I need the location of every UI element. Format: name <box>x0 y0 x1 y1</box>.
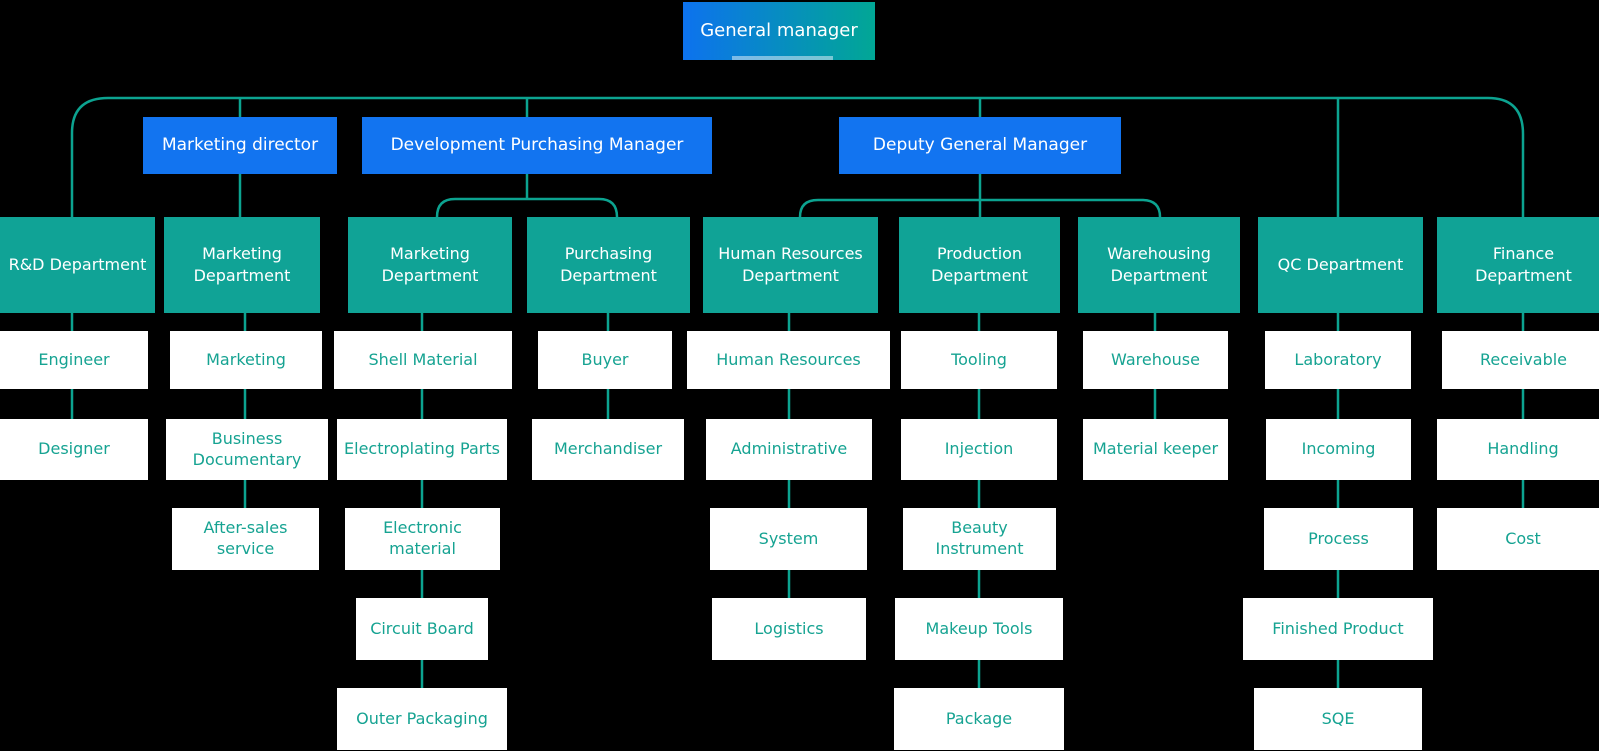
node-label: Electroplating Parts <box>344 439 500 459</box>
node-label: Finished Product <box>1272 618 1404 638</box>
node-label: Material keeper <box>1092 439 1219 459</box>
node-label: Process <box>1308 528 1369 548</box>
node-deputy-general-manager: Deputy General Manager <box>839 117 1121 174</box>
node-package: Package <box>894 688 1064 750</box>
node-label: Beauty Instrument <box>935 518 1024 558</box>
node-beauty-instrument: Beauty Instrument <box>903 508 1056 570</box>
node-warehouse: Warehouse <box>1083 331 1228 389</box>
node-injection: Injection <box>901 419 1057 480</box>
node-label: Tooling <box>951 349 1007 369</box>
node-warehousing-department: Warehousing Department <box>1078 217 1240 313</box>
node-laboratory: Laboratory <box>1265 331 1411 389</box>
node-label: Injection <box>944 439 1014 459</box>
node-label: Shell Material <box>368 349 478 369</box>
node-rnd-department: R&D Department <box>0 217 155 313</box>
node-label: Human Resources <box>716 349 861 369</box>
node-label: Package <box>945 708 1013 728</box>
node-label: Development Purchasing Manager <box>390 135 684 156</box>
node-finance-department: Finance Department <box>1437 217 1599 313</box>
node-label: Makeup Tools <box>925 618 1033 638</box>
node-material-keeper: Material keeper <box>1083 419 1228 480</box>
node-finished-product: Finished Product <box>1243 598 1433 660</box>
node-label: SQE <box>1321 708 1355 728</box>
node-electroplating-parts: Electroplating Parts <box>337 419 507 480</box>
node-label: Business Documentary <box>192 428 302 469</box>
node-label: Marketing Department <box>381 244 479 285</box>
node-process: Process <box>1264 508 1413 570</box>
node-label: Handling <box>1487 439 1559 459</box>
node-label: Incoming <box>1301 439 1376 459</box>
node-merchandiser: Merchandiser <box>532 419 684 480</box>
node-label: Circuit Board <box>370 618 474 638</box>
node-makeup-tools: Makeup Tools <box>895 598 1063 660</box>
node-marketing-director: Marketing director <box>143 117 337 174</box>
node-label: Logistics <box>754 618 824 638</box>
node-general-manager: General manager <box>683 2 875 60</box>
node-label: General manager <box>700 20 858 42</box>
node-human-resources: Human Resources <box>687 331 890 389</box>
node-label: Marketing director <box>161 135 319 156</box>
node-marketing-department-1: Marketing Department <box>164 217 320 313</box>
node-circuit-board: Circuit Board <box>356 598 488 660</box>
node-after-sales-service: After-sales service <box>172 508 319 570</box>
node-outer-packaging: Outer Packaging <box>337 688 507 750</box>
node-cost: Cost <box>1437 508 1599 570</box>
node-label: Warehouse <box>1111 349 1200 369</box>
node-handling: Handling <box>1437 419 1599 480</box>
node-marketing: Marketing <box>170 331 322 389</box>
node-label: Production Department <box>931 244 1028 285</box>
node-label: Electronic material <box>383 518 462 558</box>
node-shell-material: Shell Material <box>334 331 512 389</box>
node-label: Engineer <box>38 349 110 369</box>
node-label: Marketing <box>206 349 286 369</box>
node-label: Purchasing Department <box>560 244 657 285</box>
node-label: Cost <box>1505 528 1541 548</box>
node-label: After-sales service <box>203 518 288 558</box>
node-label: R&D Department <box>8 255 147 275</box>
node-electronic-material: Electronic material <box>345 508 500 570</box>
node-business-documentary: Business Documentary <box>166 419 328 480</box>
node-incoming: Incoming <box>1266 419 1411 480</box>
node-label: Designer <box>38 439 110 459</box>
node-system: System <box>710 508 867 570</box>
node-logistics: Logistics <box>712 598 866 660</box>
node-label: QC Department <box>1277 255 1404 275</box>
node-label: Merchandiser <box>553 439 663 459</box>
node-label: Deputy General Manager <box>872 135 1088 156</box>
node-label: Human Resources Department <box>718 244 863 285</box>
node-qc-department: QC Department <box>1258 217 1423 313</box>
node-label: Administrative <box>730 439 848 459</box>
node-designer: Designer <box>0 419 148 480</box>
node-engineer: Engineer <box>0 331 148 389</box>
node-sqe: SQE <box>1254 688 1422 750</box>
node-label: System <box>758 528 819 548</box>
node-tooling: Tooling <box>901 331 1057 389</box>
node-purchasing-department: Purchasing Department <box>527 217 690 313</box>
node-label: Finance Department <box>1475 244 1572 285</box>
node-label: Outer Packaging <box>356 708 488 728</box>
node-label: Laboratory <box>1294 349 1382 369</box>
node-administrative: Administrative <box>706 419 872 480</box>
node-label: Marketing Department <box>193 244 291 285</box>
node-receivable: Receivable <box>1442 331 1599 389</box>
node-label: Warehousing Department <box>1107 244 1211 285</box>
node-marketing-department-2: Marketing Department <box>348 217 512 313</box>
node-label: Receivable <box>1479 349 1568 369</box>
node-buyer: Buyer <box>538 331 672 389</box>
root-highlight-bar <box>732 56 833 60</box>
node-label: Buyer <box>581 349 629 369</box>
node-production-department: Production Department <box>899 217 1060 313</box>
node-development-purchasing-manager: Development Purchasing Manager <box>362 117 712 174</box>
node-human-resources-department: Human Resources Department <box>703 217 878 313</box>
